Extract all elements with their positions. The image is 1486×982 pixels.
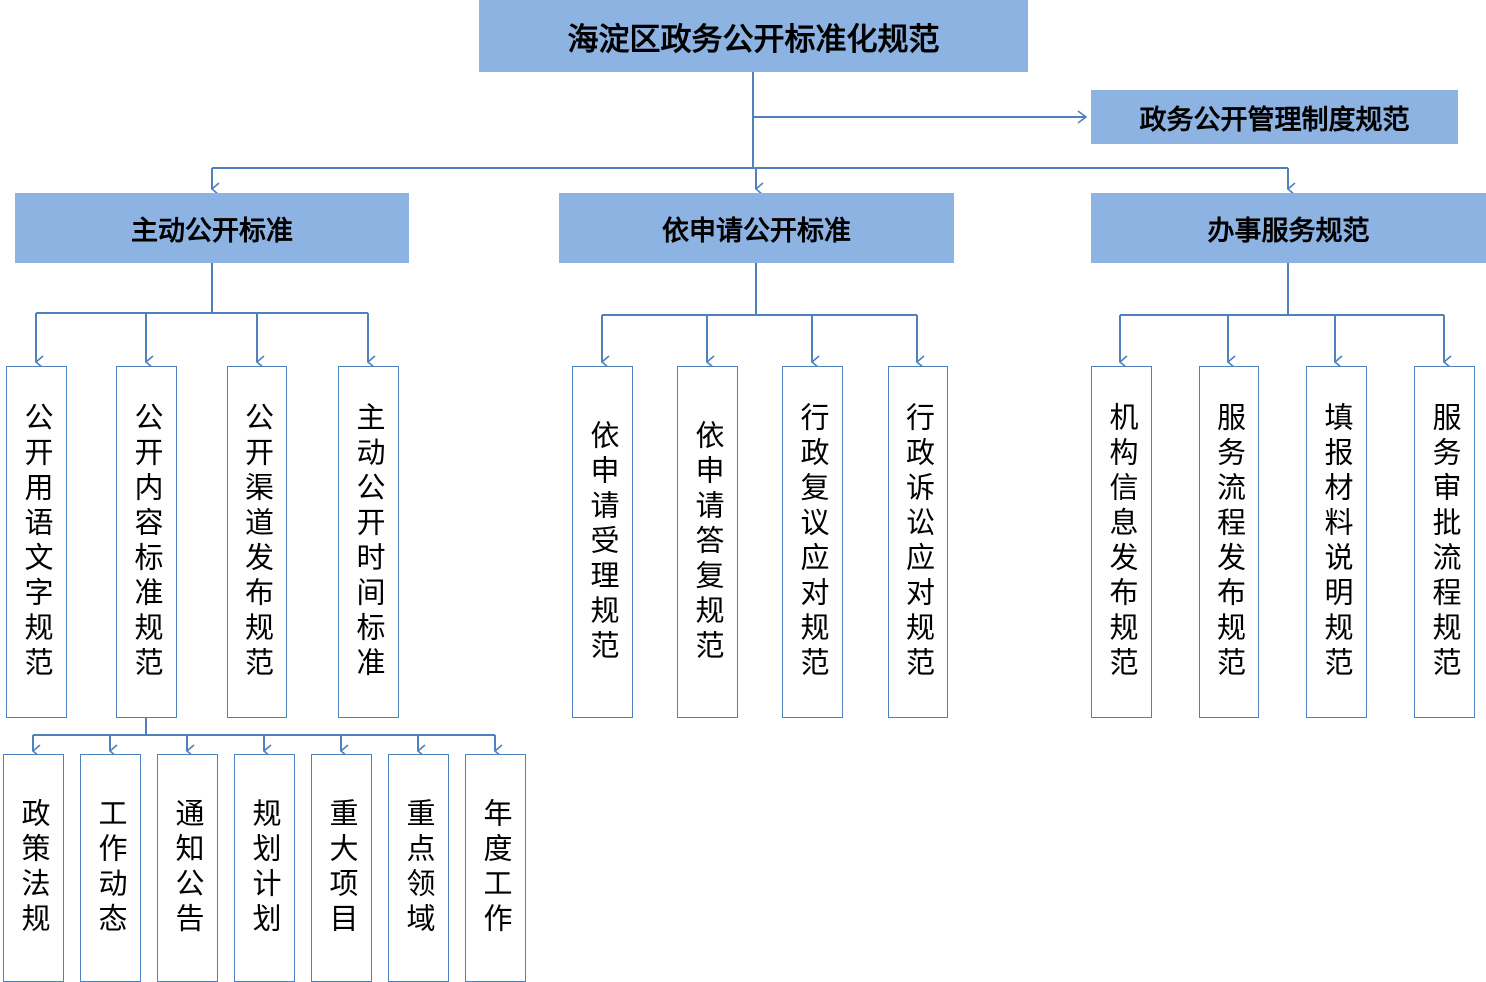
item-label: 公开渠道发布规范	[240, 402, 275, 682]
item-label: 机构信息发布规范	[1105, 402, 1139, 682]
item-label: 主动公开时间标准	[352, 402, 386, 682]
item-label: 行政诉讼应对规范	[901, 402, 936, 682]
sub-item-box: 通知公告	[157, 754, 218, 982]
item-box: 依申请答复规范	[677, 366, 738, 718]
sub-item-label: 工作动态	[94, 798, 128, 938]
diagram-title: 海淀区政务公开标准化规范	[567, 21, 940, 58]
sub-item-label: 年度工作	[479, 798, 513, 938]
item-label: 服务审批流程规范	[1428, 402, 1462, 682]
category-label: 主动公开标准	[131, 215, 293, 247]
item-box: 主动公开时间标准	[338, 366, 399, 718]
item-label: 公开内容标准规范	[130, 402, 164, 682]
sub-item-box: 政策法规	[3, 754, 64, 982]
sub-item-label: 规划计划	[248, 798, 282, 938]
item-box: 服务流程发布规范	[1199, 366, 1259, 718]
item-label: 行政复议应对规范	[796, 402, 830, 682]
item-box: 填报材料说明规范	[1306, 366, 1367, 718]
item-box: 行政复议应对规范	[782, 366, 843, 718]
item-label: 依申请答复规范	[691, 419, 725, 665]
category-label: 依申请公开标准	[662, 215, 851, 247]
sub-item-label: 通知公告	[171, 798, 205, 938]
item-box: 公开内容标准规范	[116, 366, 177, 718]
title-box: 海淀区政务公开标准化规范	[479, 0, 1028, 72]
category-box-active-disclosure: 主动公开标准	[15, 193, 409, 263]
item-box: 依申请受理规范	[572, 366, 633, 718]
item-box: 机构信息发布规范	[1091, 366, 1152, 718]
sub-item-box: 重大项目	[311, 754, 372, 982]
item-box: 行政诉讼应对规范	[888, 366, 948, 718]
sub-item-label: 政策法规	[17, 798, 51, 938]
category-label: 办事服务规范	[1207, 215, 1370, 247]
sub-item-box: 规划计划	[234, 754, 295, 982]
item-label: 服务流程发布规范	[1212, 402, 1247, 682]
item-label: 依申请受理规范	[586, 419, 620, 665]
item-box: 公开用语文字规范	[6, 366, 67, 718]
category-box-application-disclosure: 依申请公开标准	[559, 193, 954, 263]
management-box: 政务公开管理制度规范	[1091, 90, 1458, 144]
item-label: 公开用语文字规范	[20, 402, 54, 682]
item-box: 公开渠道发布规范	[227, 366, 287, 718]
sub-item-box: 年度工作	[465, 754, 526, 982]
item-box: 服务审批流程规范	[1414, 366, 1475, 718]
category-box-service: 办事服务规范	[1091, 193, 1486, 263]
sub-item-box: 工作动态	[80, 754, 141, 982]
sub-item-box: 重点领域	[388, 754, 449, 982]
sub-item-label: 重点领域	[402, 798, 436, 938]
item-label: 填报材料说明规范	[1320, 402, 1354, 682]
management-label: 政务公开管理制度规范	[1139, 104, 1410, 136]
sub-item-label: 重大项目	[325, 798, 359, 938]
